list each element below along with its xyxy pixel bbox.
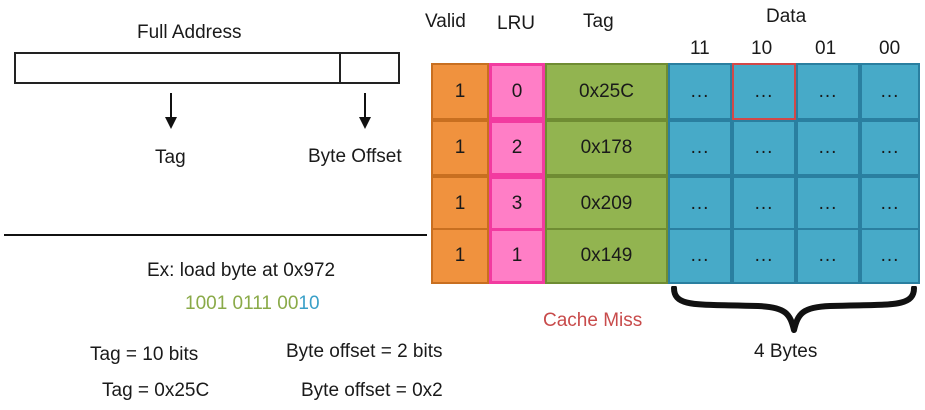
tag-bits-text: Tag = 10 bits [90, 344, 199, 365]
example-binary: 1001 0111 0010 [185, 293, 320, 315]
data-cell: ... [796, 228, 860, 284]
address-bar [14, 52, 400, 84]
valid-cell: 1 [431, 120, 489, 176]
data-cell: ... [796, 120, 860, 176]
cache-miss-label: Cache Miss [543, 310, 643, 331]
offset-bits-text: Byte offset = 2 bits [286, 341, 443, 362]
tag-arrow-shaft [170, 93, 172, 119]
header-data: Data [766, 6, 807, 27]
data-cell: ... [796, 176, 860, 232]
valid-cell: 1 [431, 63, 489, 120]
lru-cell: 2 [489, 120, 545, 176]
tag-label: Tag [155, 147, 186, 168]
valid-cell: 1 [431, 228, 489, 284]
byte-column-01: 01 [815, 38, 837, 59]
header-lru: LRU [497, 13, 536, 34]
data-cell: ... [860, 176, 920, 232]
tag-cell: 0x149 [545, 228, 668, 284]
lru-cell: 1 [489, 228, 545, 284]
data-cell: ... [732, 228, 796, 284]
data-cell: ... [668, 176, 732, 232]
offset-value-text: Byte offset = 0x2 [301, 380, 443, 401]
data-cell: ... [796, 63, 860, 120]
four-bytes-brace [671, 286, 917, 333]
data-cell: ... [732, 176, 796, 232]
data-cell: ... [668, 120, 732, 176]
binary-tag-bits: 1001 0111 00 [185, 293, 299, 314]
header-valid: Valid [425, 11, 466, 32]
valid-cell: 1 [431, 176, 489, 232]
data-cell: ... [668, 228, 732, 284]
full-address-title: Full Address [137, 22, 242, 43]
data-cell: ... [860, 63, 920, 120]
offset-arrow-shaft [364, 93, 366, 119]
address-divider [339, 52, 341, 84]
byte-offset-label: Byte Offset [308, 146, 402, 167]
lru-cell: 3 [489, 176, 545, 232]
data-cell: ... [860, 228, 920, 284]
four-bytes-label: 4 Bytes [754, 341, 818, 362]
byte-column-10: 10 [751, 38, 773, 59]
byte-column-11: 11 [690, 38, 710, 59]
tag-cell: 0x178 [545, 120, 668, 176]
byte-column-00: 00 [879, 38, 901, 59]
tag-value-text: Tag = 0x25C [102, 380, 210, 401]
tag-cell: 0x209 [545, 176, 668, 232]
data-cell: ... [860, 120, 920, 176]
separator-line [4, 234, 427, 236]
header-tag: Tag [583, 11, 614, 32]
binary-offset-bits: 10 [298, 293, 320, 314]
example-caption: Ex: load byte at 0x972 [147, 260, 336, 281]
offset-arrow-head [359, 117, 371, 129]
data-cell: ... [668, 63, 732, 120]
selected-byte-highlight [732, 63, 796, 120]
tag-arrow-head [165, 117, 177, 129]
tag-cell: 0x25C [545, 63, 668, 120]
lru-cell: 0 [489, 63, 545, 120]
data-cell: ... [732, 120, 796, 176]
